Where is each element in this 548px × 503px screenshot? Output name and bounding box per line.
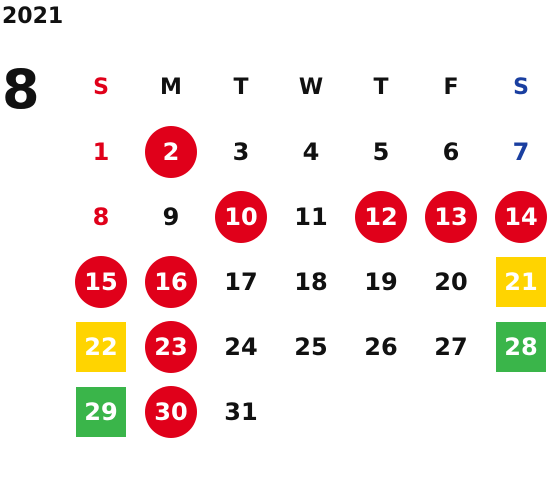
day-cell: 24 [206,320,276,374]
day-number: 18 [294,268,328,296]
day-cell: 16 [136,255,206,309]
day-number: 30 [145,386,197,438]
day-number: 22 [76,322,126,372]
day-cell: 4 [276,125,346,179]
day-number: 26 [364,333,398,361]
day-cell: 9 [136,190,206,244]
day-cell: 21 [486,255,548,309]
day-cell: 13 [416,190,486,244]
day-number: 25 [294,333,328,361]
day-number: 17 [224,268,258,296]
weekday-label: S [513,74,529,100]
day-cell: 14 [486,190,548,244]
day-cell: 2 [136,125,206,179]
day-number: 6 [442,138,460,166]
day-cell: 15 [66,255,136,309]
day-number: 27 [434,333,468,361]
day-cell: 17 [206,255,276,309]
calendar-year: 2021 [2,4,64,29]
day-cell: 22 [66,320,136,374]
day-cell: 12 [346,190,416,244]
day-cell: 27 [416,320,486,374]
weekday-label: T [233,74,249,100]
weekday-label: W [298,74,324,100]
day-number: 11 [294,203,328,231]
day-cell: 19 [346,255,416,309]
day-number: 8 [92,203,110,231]
day-cell: 18 [276,255,346,309]
day-cell: 23 [136,320,206,374]
day-number: 3 [232,138,250,166]
day-cell: 7 [486,125,548,179]
day-cell: 8 [66,190,136,244]
day-cell: 20 [416,255,486,309]
day-number: 16 [145,256,197,308]
day-cell: 10 [206,190,276,244]
day-cell: 11 [276,190,346,244]
day-cell: 29 [66,385,136,439]
day-number: 20 [434,268,468,296]
day-number: 9 [162,203,180,231]
day-cell: 5 [346,125,416,179]
day-cell: 25 [276,320,346,374]
day-cell: 28 [486,320,548,374]
day-number: 15 [75,256,127,308]
day-number: 2 [145,126,197,178]
day-cell: 1 [66,125,136,179]
day-number: 13 [425,191,477,243]
weekday-label: S [93,74,109,100]
day-number: 31 [224,398,258,426]
weekday-label: F [443,74,459,100]
day-number: 23 [145,321,197,373]
day-cell: 31 [206,385,276,439]
day-number: 5 [372,138,390,166]
day-number: 10 [215,191,267,243]
day-number: 7 [512,138,530,166]
day-cell: 30 [136,385,206,439]
day-cell: 26 [346,320,416,374]
day-number: 28 [496,322,546,372]
calendar-month: 8 [2,58,40,121]
day-number: 12 [355,191,407,243]
day-cell: 3 [206,125,276,179]
day-number: 19 [364,268,398,296]
day-number: 29 [76,387,126,437]
day-number: 14 [495,191,547,243]
day-number: 4 [302,138,320,166]
day-number: 1 [92,138,110,166]
day-number: 21 [496,257,546,307]
day-number: 24 [224,333,258,361]
weekday-label: M [160,74,182,100]
weekday-label: T [373,74,389,100]
day-cell: 6 [416,125,486,179]
